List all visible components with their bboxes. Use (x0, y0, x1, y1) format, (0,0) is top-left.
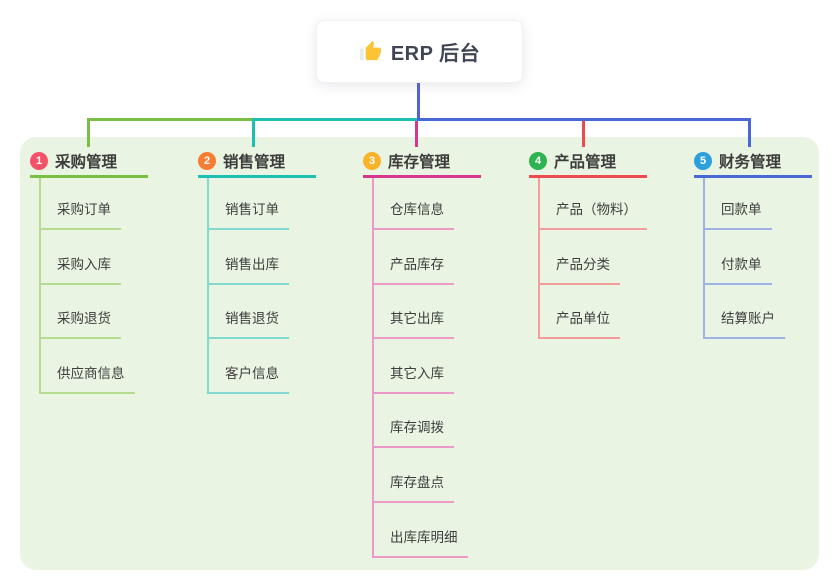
branch-number-badge: 4 (529, 152, 547, 170)
branch-drop-line-3 (415, 121, 418, 147)
bus-segment-green (87, 118, 254, 121)
leaf-node[interactable]: 产品分类 (538, 255, 620, 285)
branch-number-badge: 1 (30, 152, 48, 170)
bus-segment-blue (417, 118, 751, 121)
branch-title: 销售管理 (223, 154, 286, 171)
branch-node-4[interactable]: 4 产品管理 (529, 147, 647, 178)
branch-drop-line-1 (87, 118, 90, 147)
branch-drop-line-5 (748, 118, 751, 147)
branch-title: 采购管理 (55, 154, 118, 171)
branch-node-1[interactable]: 1 采购管理 (30, 147, 148, 178)
branch-number-badge: 5 (694, 152, 712, 170)
leaf-node[interactable]: 仓库信息 (372, 200, 454, 230)
leaf-node[interactable]: 付款单 (703, 255, 772, 285)
branch-title: 财务管理 (719, 154, 782, 171)
leaf-node[interactable]: 库存调拨 (372, 418, 454, 448)
leaf-node[interactable]: 回款单 (703, 200, 772, 230)
leaf-node[interactable]: 采购退货 (39, 309, 121, 339)
branch-children-line (538, 178, 540, 339)
leaf-node[interactable]: 其它出库 (372, 309, 454, 339)
leaf-node[interactable]: 采购入库 (39, 255, 121, 285)
branch-children-line (39, 178, 41, 394)
leaf-node[interactable]: 客户信息 (207, 364, 289, 394)
branch-number-badge: 3 (363, 152, 381, 170)
branch-node-2[interactable]: 2 销售管理 (198, 147, 316, 178)
branch-title: 库存管理 (388, 154, 451, 171)
leaf-node[interactable]: 结算账户 (703, 309, 785, 339)
branch-children-line (703, 178, 705, 339)
branch-drop-line-4 (582, 121, 585, 147)
leaf-node[interactable]: 销售订单 (207, 200, 289, 230)
leaf-node[interactable]: 库存盘点 (372, 473, 454, 503)
leaf-node[interactable]: 产品单位 (538, 309, 620, 339)
branch-children-line (372, 178, 374, 558)
leaf-node[interactable]: 出库库明细 (372, 528, 468, 558)
leaf-node[interactable]: 产品库存 (372, 255, 454, 285)
branches-background-panel (20, 137, 819, 570)
root-node-label: ERP 后台 (390, 43, 481, 65)
leaf-node[interactable]: 采购订单 (39, 200, 121, 230)
branch-title: 产品管理 (554, 154, 617, 171)
leaf-node[interactable]: 供应商信息 (39, 364, 135, 394)
branch-node-5[interactable]: 5 财务管理 (694, 147, 812, 178)
leaf-node[interactable]: 其它入库 (372, 364, 454, 394)
leaf-node[interactable]: 销售出库 (207, 255, 289, 285)
bus-segment-teal (252, 118, 418, 121)
root-drop-line (417, 83, 420, 120)
branch-children-line (207, 178, 209, 394)
leaf-node[interactable]: 销售退货 (207, 309, 289, 339)
branch-drop-line-2 (252, 118, 255, 147)
thumbs-up-icon (359, 40, 382, 63)
root-node-erp-backend[interactable]: ERP 后台 (316, 20, 523, 83)
branch-number-badge: 2 (198, 152, 216, 170)
leaf-node[interactable]: 产品（物料） (538, 200, 647, 230)
branch-node-3[interactable]: 3 库存管理 (363, 147, 481, 178)
